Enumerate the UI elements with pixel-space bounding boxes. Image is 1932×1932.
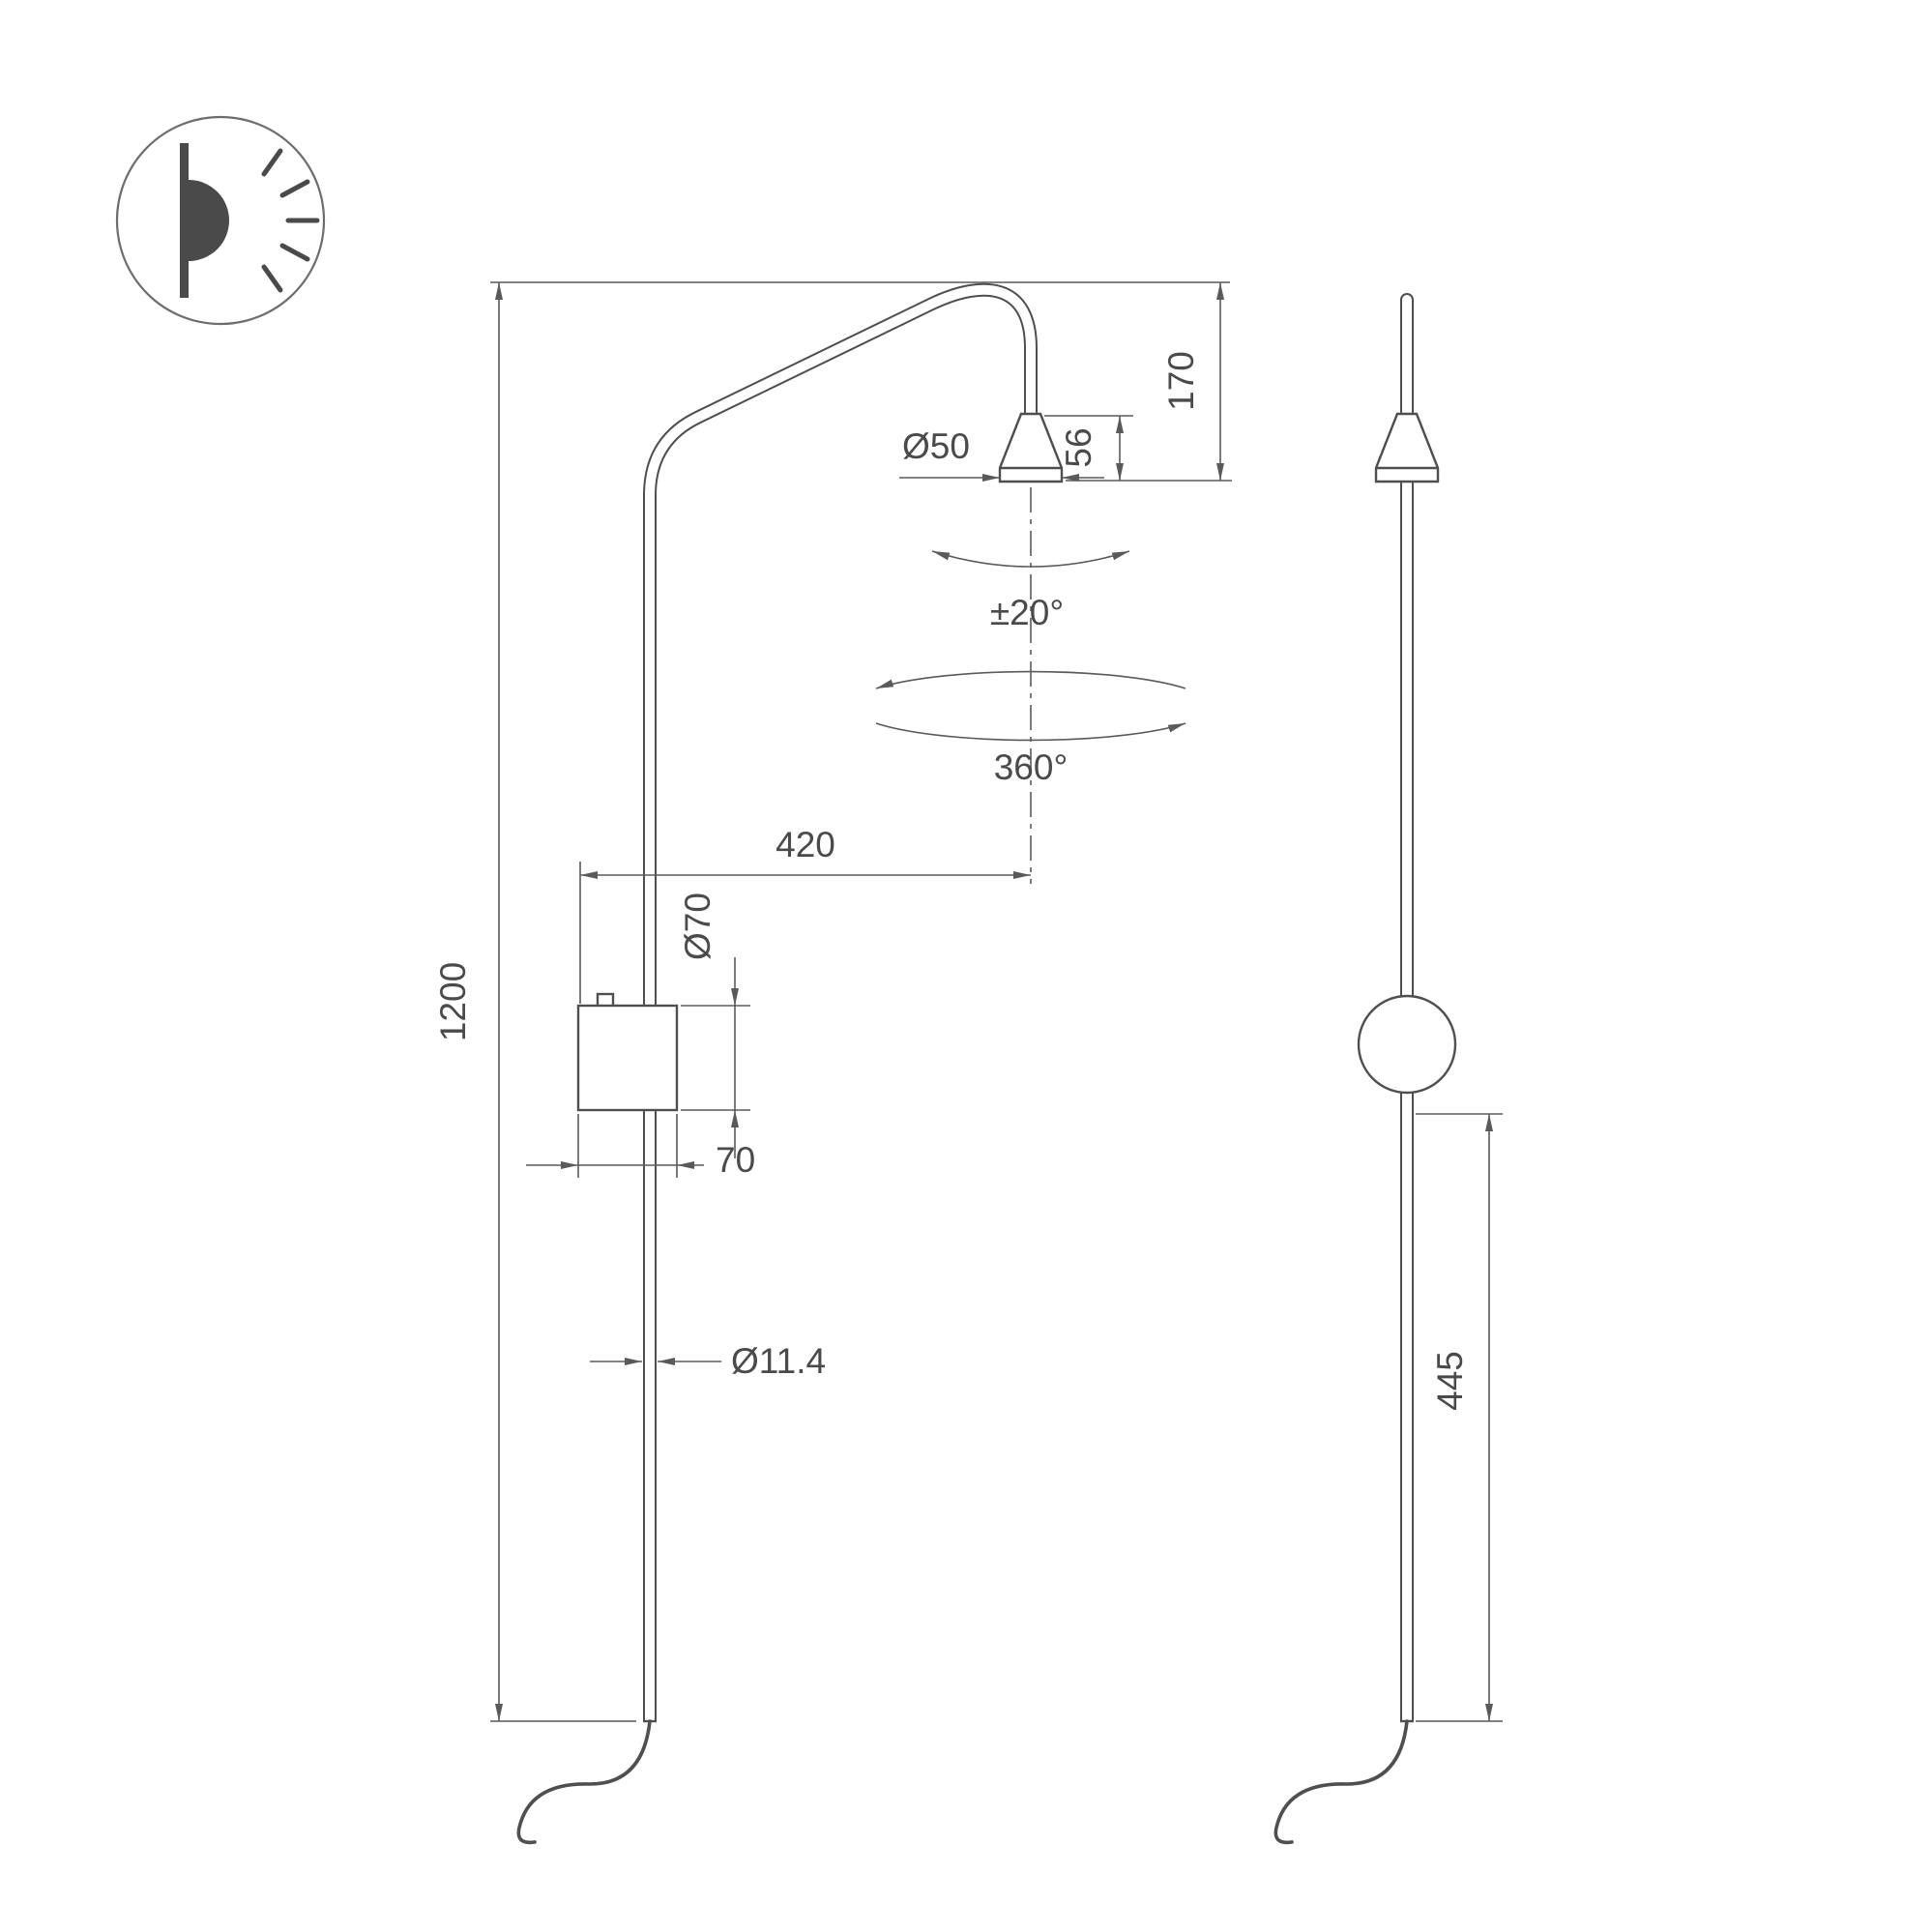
tilt-annotation: ±20° [931,550,1130,632]
dimension-170: 170 [1066,282,1232,482]
dimension-canopy-diameter: Ø70 [678,893,750,1158]
dim-canopy-diameter-label: Ø70 [678,893,717,960]
icon-lamp-body [189,180,229,261]
light-ray [261,264,283,293]
front-view [516,282,1064,1845]
rotation-angle-label: 360° [994,747,1068,787]
rotation-annotation: 360° [875,670,1186,787]
side-canopy-disc [1357,994,1457,1095]
rotation-arc-bottom [875,722,1186,742]
dim-head-diameter-label: Ø50 [902,426,970,466]
front-canopy-box [576,1004,679,1112]
icon-wall-bar [180,143,189,298]
rotation-arc-top [875,670,1186,689]
front-tube-inner [645,284,1036,1721]
tilt-angle-label: ±20° [990,593,1064,632]
light-ray [261,148,283,177]
light-ray [279,243,310,262]
dimension-head-diameter: Ø50 [899,426,1104,482]
dimension-tube-diameter: Ø11.4 [590,1341,826,1381]
dim-head-drop-label: 170 [1161,351,1201,411]
tilt-arc [931,550,1130,568]
dimension-56: 56 [1044,415,1133,481]
light-ray [279,179,310,198]
side-view [1273,293,1457,1845]
dim-head-height-label: 56 [1059,427,1098,467]
dim-tube-diameter-label: Ø11.4 [731,1341,826,1381]
dimension-445: 445 [1416,1113,1503,1722]
dim-reach-label: 420 [776,825,835,864]
wall-light-icon [115,115,326,326]
side-power-cable [1273,1719,1409,1845]
dimension-1200: 1200 [433,281,1230,1722]
front-power-cable [516,1719,652,1845]
dim-lower-length-label: 445 [1430,1351,1470,1411]
dim-height-label: 1200 [433,962,473,1041]
dim-canopy-width-label: 70 [716,1140,755,1180]
front-lamp-head [998,412,1064,483]
icon-light-rays [261,148,320,293]
dimension-420: 420 [579,825,1031,1004]
side-lamp-head [1374,412,1440,483]
dimension-70: 70 [526,1114,755,1180]
